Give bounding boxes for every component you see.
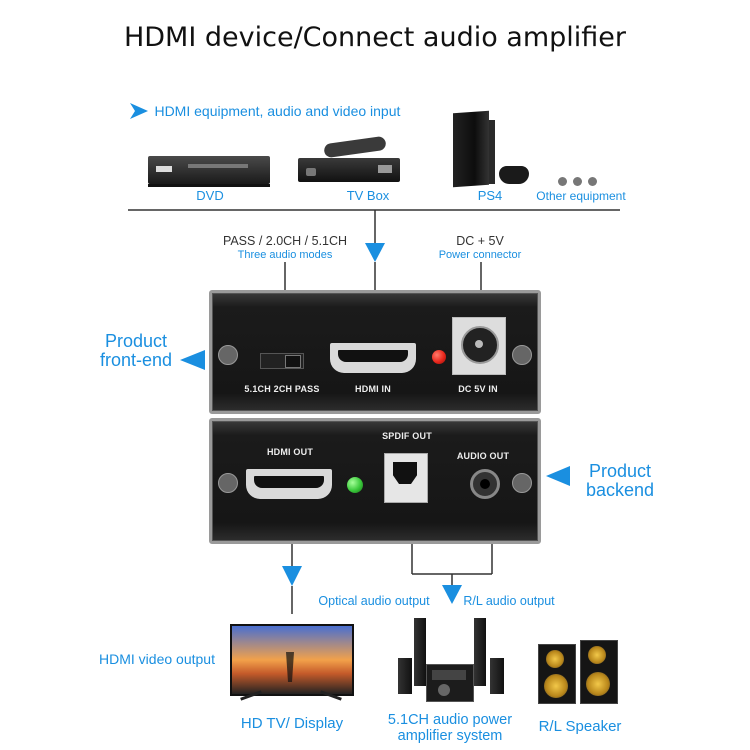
amplifier-system-image [398, 614, 508, 706]
modes-label: PASS / 2.0CH / 5.1CH [222, 234, 348, 248]
screw-icon [512, 345, 532, 365]
front-panel: 5.1CH 2CH PASS HDMI IN DC 5V IN [209, 290, 541, 414]
spdif-out-port[interactable] [384, 453, 428, 503]
hdmi-video-output-label: HDMI video output [99, 651, 215, 667]
audio-out-jack[interactable] [470, 469, 500, 499]
hdmi-in-port[interactable] [330, 343, 416, 373]
backend-label: Product backend [585, 461, 655, 500]
green-led-icon [347, 477, 363, 493]
tv-box-image [298, 135, 402, 188]
hdmi-in-label: HDMI IN [355, 384, 391, 394]
source-label-dvd: DVD [196, 188, 224, 203]
dc-in-port[interactable] [452, 317, 506, 375]
front-end-label: Product front-end [99, 331, 173, 370]
ps4-image [453, 110, 533, 188]
screw-icon [512, 473, 532, 493]
optical-output-label: Optical audio output [318, 594, 430, 608]
tv-label: HD TV/ Display [240, 715, 344, 732]
hdmi-out-label: HDMI OUT [266, 447, 314, 457]
red-led-icon [432, 350, 446, 364]
screw-icon [218, 473, 238, 493]
hdmi-out-port[interactable] [246, 469, 332, 499]
arrow-right-icon [130, 103, 148, 119]
speaker-label: R/L Speaker [538, 718, 622, 735]
source-label-tv-box: TV Box [346, 188, 390, 203]
mode-switch[interactable] [260, 353, 304, 369]
modes-sub: Three audio modes [237, 249, 333, 261]
rl-speaker-image [538, 640, 618, 704]
input-heading: HDMI equipment, audio and video input [128, 100, 400, 122]
ellipsis-icon [556, 176, 600, 186]
amplifier-label: 5.1CH audio power amplifier system [387, 712, 513, 744]
back-panel: HDMI OUT SPDIF OUT AUDIO OUT [209, 418, 541, 544]
screw-icon [218, 345, 238, 365]
arrow-down-icon [365, 243, 385, 262]
rl-output-label: R/L audio output [463, 594, 555, 608]
power-sub: Power connector [438, 249, 522, 261]
source-label-ps4: PS4 [477, 188, 503, 203]
spdif-out-label: SPDIF OUT [382, 431, 432, 441]
audio-out-label: AUDIO OUT [456, 451, 510, 461]
power-label: DC + 5V [456, 234, 504, 248]
source-label-other: Other equipment [536, 189, 626, 203]
dvd-player-image [148, 150, 272, 190]
page-title: HDMI device/Connect audio amplifier [123, 22, 627, 53]
input-heading-text: HDMI equipment, audio and video input [154, 103, 401, 119]
dc-in-label: DC 5V IN [458, 384, 498, 394]
tv-display-image [230, 624, 354, 701]
switch-label: 5.1CH 2CH PASS [244, 384, 320, 394]
